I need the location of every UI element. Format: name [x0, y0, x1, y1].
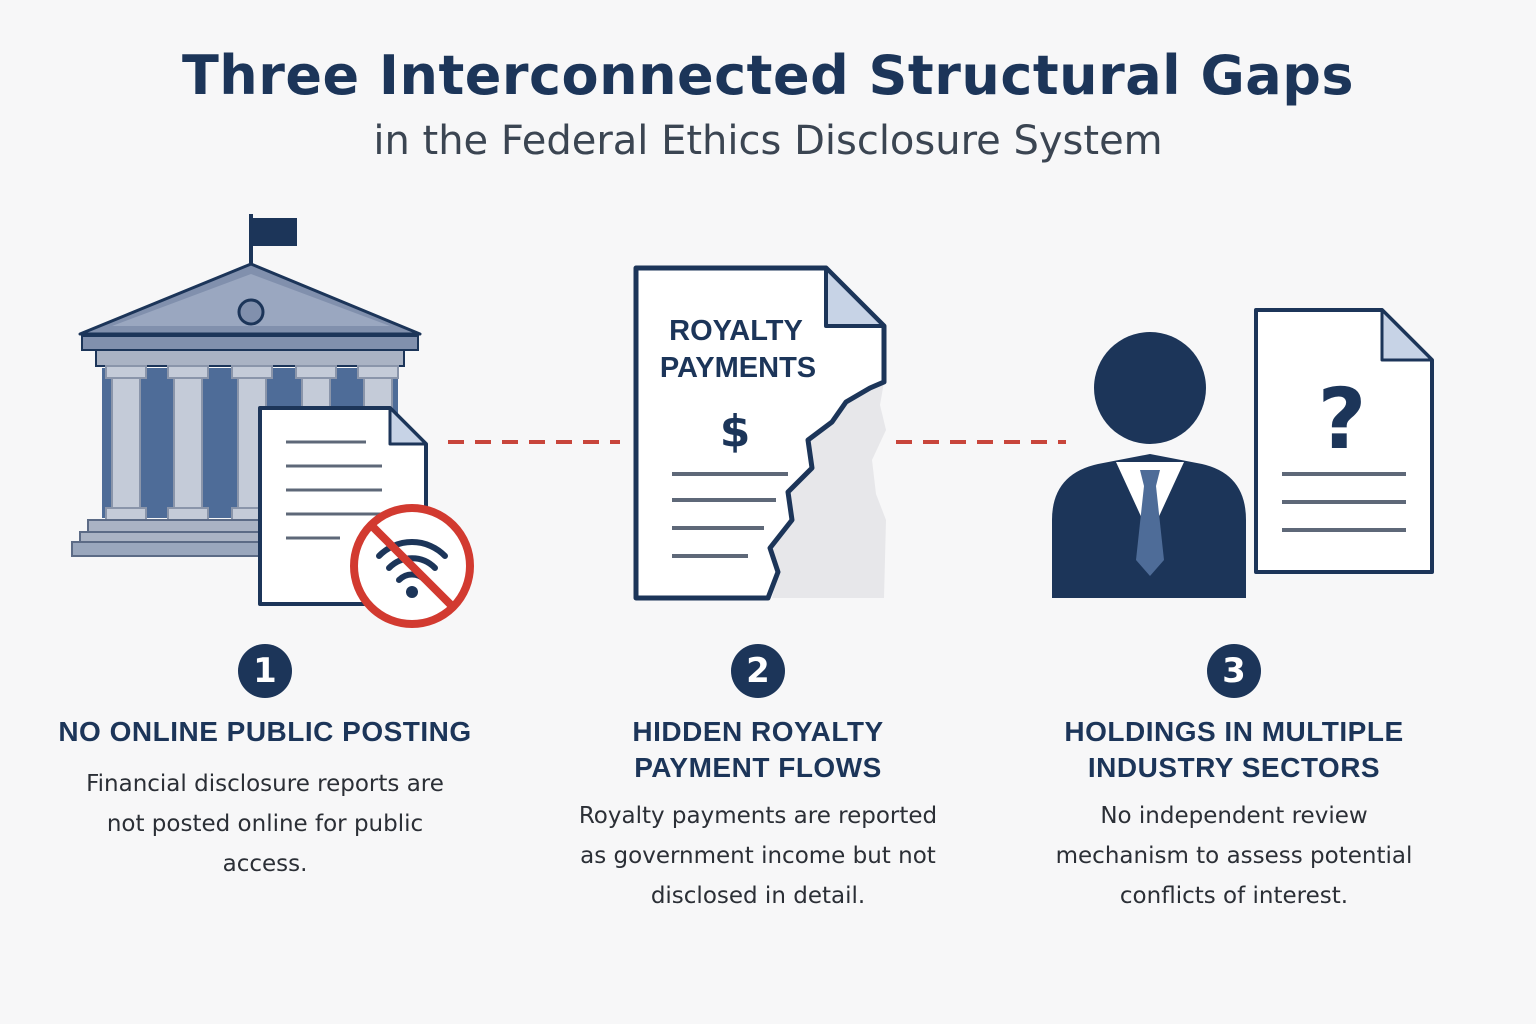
document-label-line-1: ROYALTY	[669, 315, 803, 347]
number-badge: 3	[1207, 644, 1261, 698]
document-label-line-2: PAYMENTS	[660, 352, 816, 384]
page-subtitle: in the Federal Ethics Disclosure System	[373, 118, 1163, 164]
gap-heading-line: INDUSTRY SECTORS	[1087, 752, 1381, 783]
gap-item-3: 3 HOLDINGS IN MULTIPLE INDUSTRY SECTORS …	[1014, 644, 1454, 916]
number-badge: 1	[238, 644, 292, 698]
gap-description: No independent review mechanism to asses…	[1055, 803, 1413, 909]
question-mark: ?	[1318, 370, 1367, 468]
illustration-area: ROYALTY PAYMENTS $ ?	[71, 214, 1434, 628]
gap-item-1: 1 NO ONLINE PUBLIC POSTING Financial dis…	[45, 644, 485, 884]
gap-heading: HIDDEN ROYALTY PAYMENT FLOWS	[538, 714, 978, 786]
page-title: Three Interconnected Structural Gaps	[181, 44, 1355, 107]
torn-royalty-document-icon: ROYALTY PAYMENTS $	[633, 265, 887, 601]
gap-heading: NO ONLINE PUBLIC POSTING	[45, 714, 485, 750]
gap-heading-line: NO ONLINE PUBLIC POSTING	[58, 716, 472, 747]
gap-heading-line: HIDDEN ROYALTY	[632, 716, 884, 747]
gap-description: Financial disclosure reports are not pos…	[86, 771, 444, 877]
flag-icon	[253, 218, 297, 246]
dollar-sign: $	[720, 406, 751, 457]
no-wifi-icon	[350, 504, 474, 628]
official-person-icon	[1052, 332, 1246, 598]
gap-heading-line: HOLDINGS IN MULTIPLE	[1064, 716, 1404, 747]
gap-description: Royalty payments are reported as governm…	[578, 803, 938, 909]
gap-heading-line: PAYMENT FLOWS	[634, 752, 882, 783]
gap-item-2: 2 HIDDEN ROYALTY PAYMENT FLOWS Royalty p…	[538, 644, 978, 916]
gap-heading: HOLDINGS IN MULTIPLE INDUSTRY SECTORS	[1014, 714, 1454, 786]
number-badge: 2	[731, 644, 785, 698]
question-document-icon: ?	[1254, 308, 1434, 574]
